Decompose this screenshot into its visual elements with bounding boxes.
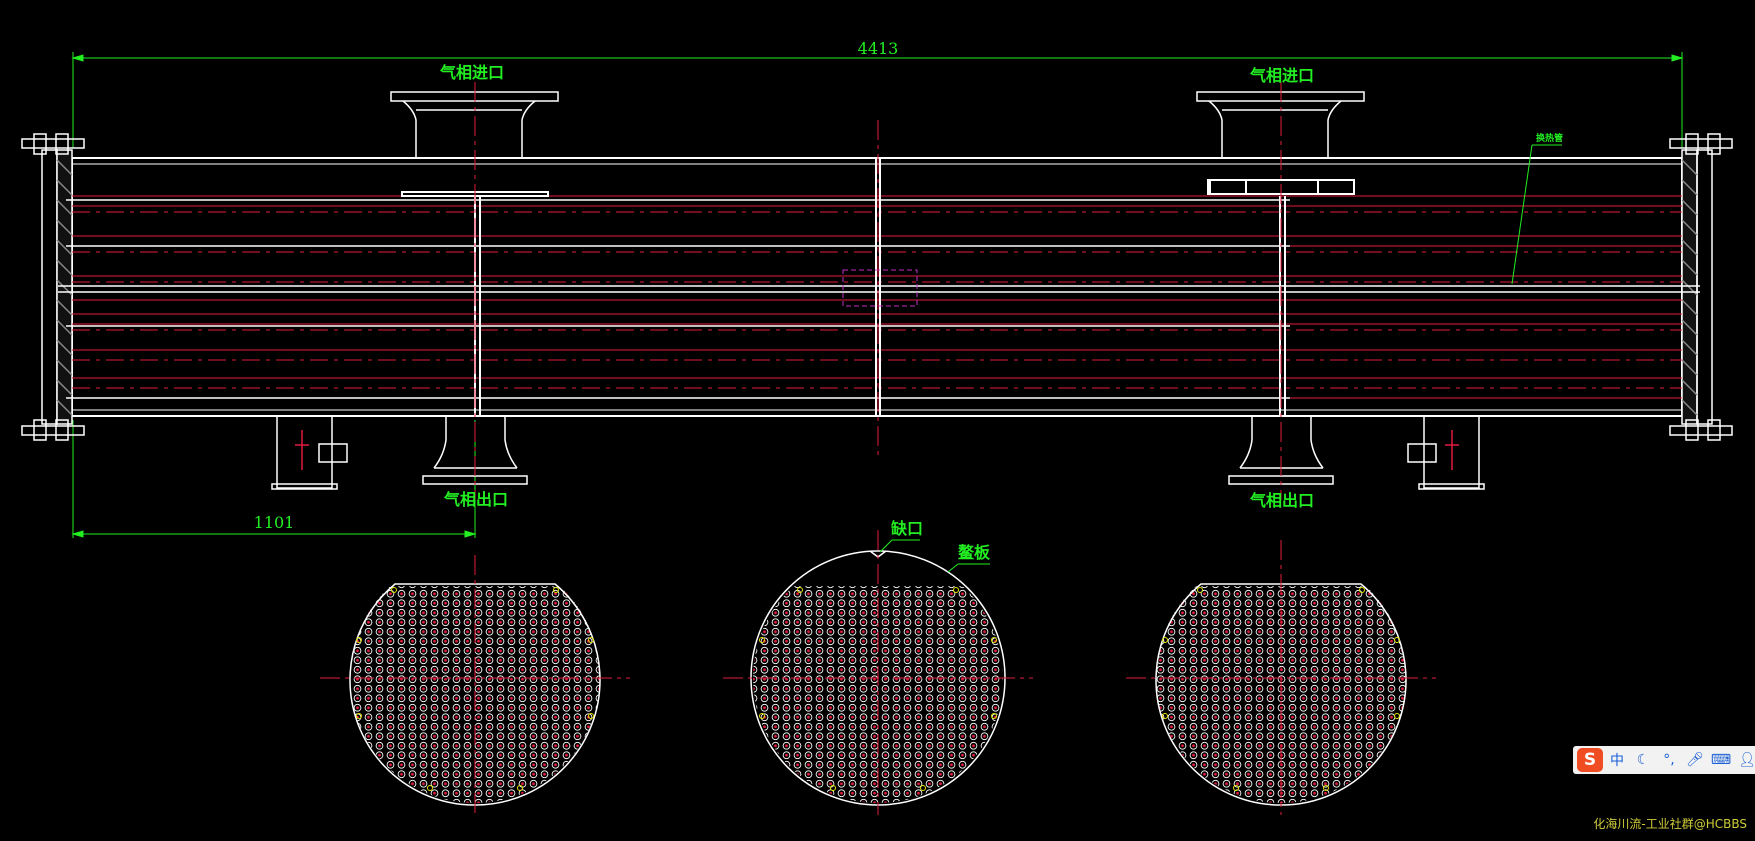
sogou-logo-icon[interactable]: S	[1577, 748, 1603, 772]
chinese-mode-toggle[interactable]: 中	[1610, 753, 1624, 769]
punctuation-icon[interactable]: °,	[1663, 752, 1675, 768]
moon-icon[interactable]: ☾	[1636, 752, 1650, 768]
section-leaders	[879, 539, 990, 573]
centerlines	[474, 82, 1282, 500]
gas-inlet-label-right: 气相进口	[1249, 66, 1314, 85]
left-tubesheet	[21, 133, 85, 441]
overall-dimension	[71, 52, 1684, 148]
baffle-label: 鳌板	[958, 543, 991, 562]
section-view-right	[1126, 540, 1436, 815]
ime-toolbar[interactable]: S 中 ☾ °, 🎤︎ ⌨ 👤︎	[1573, 746, 1755, 774]
hidden-detail	[842, 269, 918, 307]
keyboard-icon[interactable]: ⌨	[1710, 752, 1732, 768]
overall-length-text: 4413	[858, 39, 899, 58]
microphone-icon[interactable]: 🎤︎	[1686, 752, 1704, 768]
tube-callout-text: 换热管	[1536, 132, 1563, 144]
watermark: 化海川流-工业社群@HCBBS	[1593, 817, 1747, 831]
gas-outlet-label-right: 气相出口	[1249, 491, 1314, 510]
section-markers	[356, 587, 1400, 791]
nozzle-offset-dimension	[71, 420, 477, 538]
saddle-left	[271, 415, 348, 490]
section-view-left	[320, 555, 630, 815]
right-tubesheet	[1669, 133, 1733, 441]
user-icon[interactable]: 👤︎	[1738, 752, 1755, 768]
tube-callout-leader	[1511, 144, 1562, 285]
nozzle-offset-text: 1101	[254, 513, 295, 532]
gas-outlet-label-left: 气相出口	[443, 490, 508, 509]
notch-label: 缺口	[891, 519, 923, 538]
section-view-center	[723, 530, 1033, 815]
saddle-right	[1407, 415, 1485, 490]
gas-inlet-label-left: 气相进口	[439, 63, 504, 82]
